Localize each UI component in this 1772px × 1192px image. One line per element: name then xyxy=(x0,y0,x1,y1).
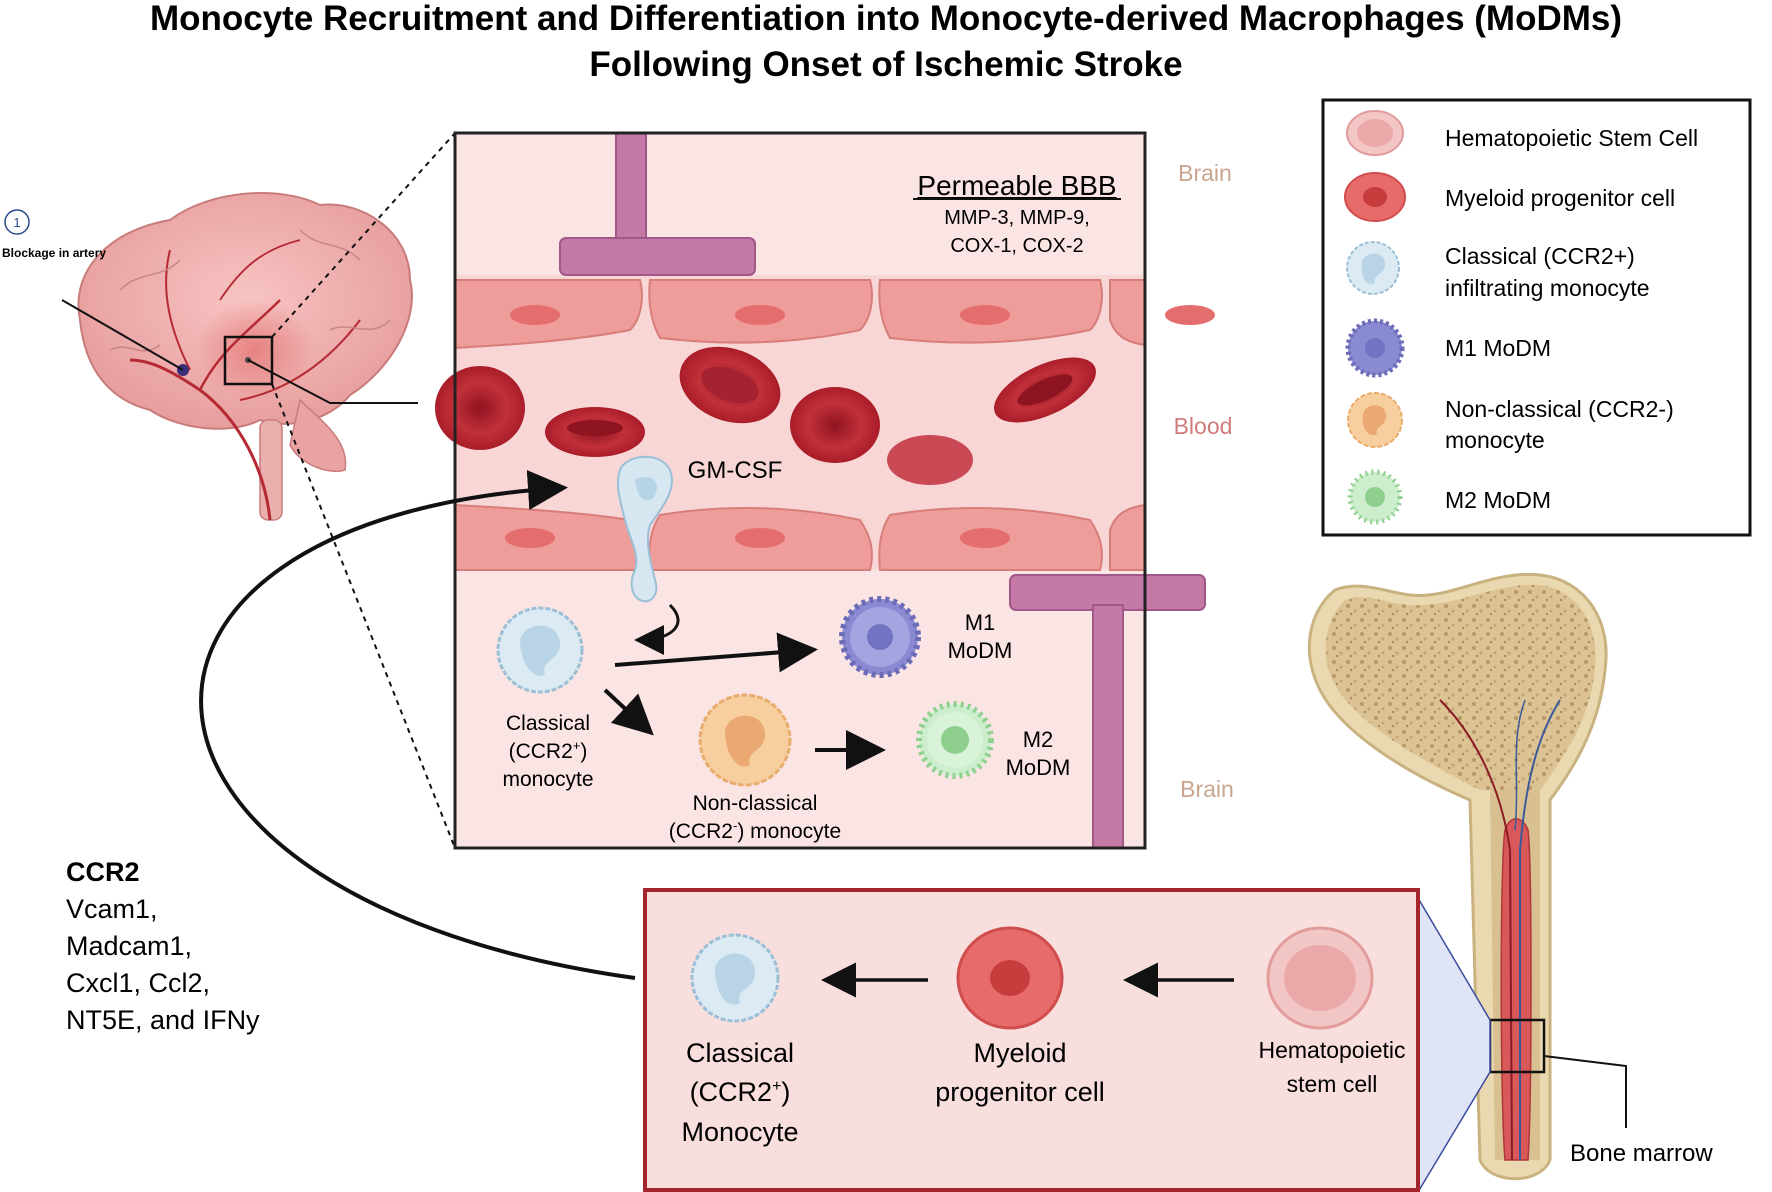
classical-label-line-1: Classical xyxy=(506,712,590,735)
m2-label-line-2: MoDM xyxy=(1006,755,1071,780)
zoom-dotted-bottom xyxy=(271,383,456,849)
extravasation-arrow xyxy=(634,603,680,655)
legend-label-nonclassical-1: Non-classical (CCR2-) xyxy=(1445,396,1674,422)
vessel-panel xyxy=(435,131,1215,850)
m1-label-line-2: MoDM xyxy=(948,638,1013,663)
marrow-classical-monocyte xyxy=(690,933,780,1023)
marrow-monocyte-line-2: (CCR2+) xyxy=(690,1077,791,1107)
compartment-brain-top: Brain xyxy=(1178,160,1232,186)
bbb-line-2: COX-1, COX-2 xyxy=(950,235,1083,257)
marrow-hsc-line-2: stem cell xyxy=(1287,1071,1378,1097)
arrow-classical-to-m1 xyxy=(614,632,818,673)
legend-label-m1: M1 MoDM xyxy=(1445,335,1551,361)
neuron-bottom xyxy=(1009,574,1206,849)
legend-icon-myeloid xyxy=(1344,172,1406,222)
legend-label-m2: M2 MoDM xyxy=(1445,487,1551,513)
femur-bone xyxy=(1307,572,1608,1181)
gmcsf-label: GM-CSF xyxy=(688,457,783,484)
legend-label-nonclassical-2: monocyte xyxy=(1445,427,1545,453)
factors-line-1: Vcam1, xyxy=(66,894,158,924)
classical-label-line-2: (CCR2+) xyxy=(509,738,588,763)
factors-line-2: Madcam1, xyxy=(66,931,192,961)
marrow-hsc-line-1: Hematopoietic xyxy=(1258,1037,1405,1063)
legend-icon-m2 xyxy=(1347,469,1403,525)
classical-label-line-3: monocyte xyxy=(502,768,593,791)
marrow-panel xyxy=(643,888,1420,1192)
recruitment-arrow xyxy=(199,470,636,980)
arrow-classical-to-nonclassical xyxy=(603,688,654,736)
m1-label-line-1: M1 xyxy=(965,610,996,635)
legend-label-myeloid: Myeloid progenitor cell xyxy=(1445,185,1675,211)
marrow-monocyte-line-1: Classical xyxy=(686,1038,794,1068)
step-number: 1 xyxy=(13,215,20,230)
classical-monocyte-cell xyxy=(496,606,584,694)
m1-modm-cell xyxy=(839,596,921,678)
red-blood-cells xyxy=(435,346,1096,485)
bone-marrow-label: Bone marrow xyxy=(1570,1140,1713,1167)
bbb-title: Permeable BBB xyxy=(917,170,1116,201)
title-line-1: Monocyte Recruitment and Differentiation… xyxy=(150,0,1622,38)
marrow-hsc-cell xyxy=(1266,926,1374,1030)
compartment-blood: Blood xyxy=(1174,413,1233,439)
blockage-label: Blockage in artery xyxy=(2,246,106,260)
legend-label-hsc: Hematopoietic Stem Cell xyxy=(1445,125,1698,151)
title-line-2: Following Onset of Ischemic Stroke xyxy=(589,45,1182,84)
blockage-leader-line xyxy=(61,299,184,371)
marrow-myeloid-line-1: Myeloid xyxy=(973,1038,1066,1068)
factors-heading: CCR2 xyxy=(66,857,140,887)
marrow-myeloid-line-2: progenitor cell xyxy=(935,1077,1105,1107)
legend-icon-hsc xyxy=(1346,110,1404,156)
legend-label-classical-2: infiltrating monocyte xyxy=(1445,275,1650,301)
legend-icon-classical xyxy=(1346,241,1400,295)
transmigrating-monocyte xyxy=(616,455,673,603)
factors-line-3: Cxcl1, Ccl2, xyxy=(66,968,210,998)
legend xyxy=(1321,98,1752,537)
marrow-monocyte-line-3: Monocyte xyxy=(681,1117,798,1147)
marrow-myeloid-cell xyxy=(956,926,1064,1030)
m2-modm-cell xyxy=(916,701,994,779)
legend-label-classical-1: Classical (CCR2+) xyxy=(1445,243,1635,269)
bbb-line-1: MMP-3, MMP-9, xyxy=(944,207,1090,229)
factors-line-4: NT5E, and IFNy xyxy=(66,1005,260,1035)
legend-icon-m1 xyxy=(1345,318,1405,378)
endothelium-bottom xyxy=(454,503,1146,571)
bone-marrow-leader xyxy=(1543,1055,1627,1128)
legend-icon-nonclassical xyxy=(1347,392,1403,448)
compartment-brain-bottom: Brain xyxy=(1180,776,1234,802)
nonclassical-label-line-1: Non-classical xyxy=(693,792,818,815)
neuron-top xyxy=(559,132,756,276)
m2-label-line-1: M2 xyxy=(1023,727,1054,752)
nonclassical-label-line-2: (CCR2-) monocyte xyxy=(669,818,841,843)
nonclassical-monocyte-cell xyxy=(698,693,792,787)
zoom-leader-line xyxy=(247,359,418,404)
step-number-badge xyxy=(4,209,30,235)
brain-illustration xyxy=(77,192,413,521)
